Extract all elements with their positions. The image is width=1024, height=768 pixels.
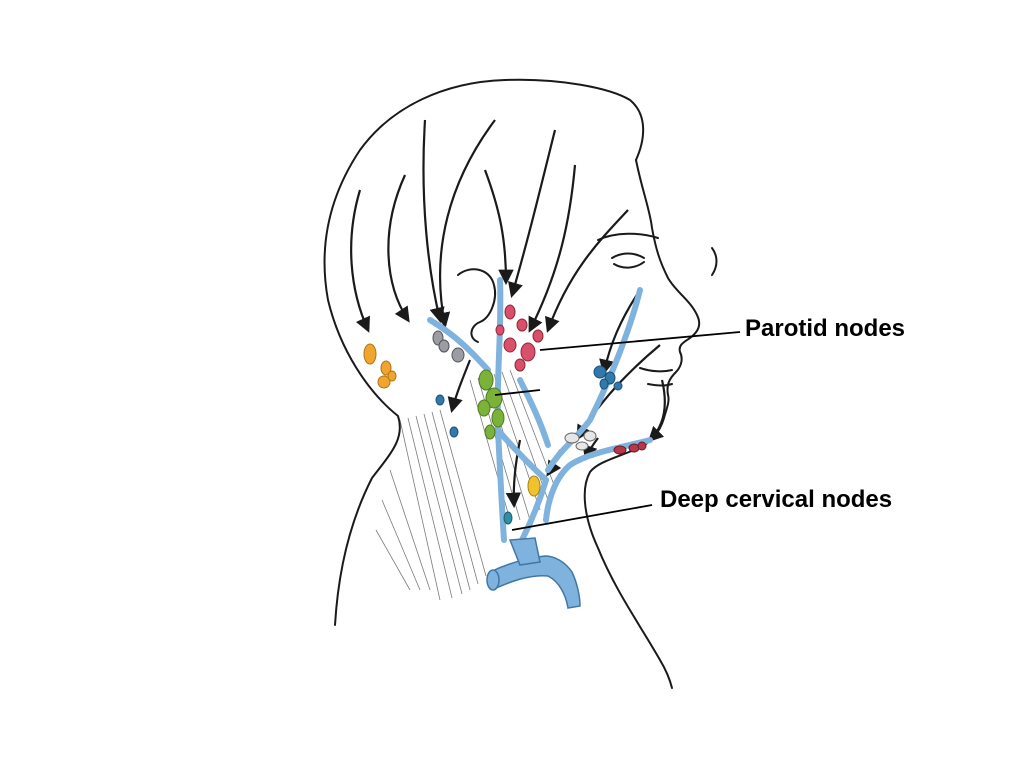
eye-outline: [611, 252, 645, 269]
deep-cervical-nodes-label: Deep cervical nodes: [660, 486, 893, 513]
scalp-arrow-mastoid-1: [422, 119, 445, 323]
parotid-leader-line: [539, 331, 741, 351]
mastoid-vessel: [427, 317, 491, 373]
skull-back-outline: [323, 78, 645, 626]
parotid-leader-line-2: [494, 389, 541, 396]
scalp-arrow-occipital-2: [387, 174, 410, 323]
submental-nodes: [613, 441, 647, 455]
parotid-nodes: [495, 304, 544, 372]
head-outline: [323, 78, 718, 689]
parotid-nodes-label: Parotid nodes: [745, 315, 906, 342]
lymphatic-vessels: [427, 277, 653, 543]
scalp-arrow-parotid-3: [528, 164, 577, 333]
face-profile-outline: [633, 159, 701, 451]
vessel-branch-1: [517, 377, 551, 448]
submandibular-vessel: [543, 437, 653, 523]
buccal-nodes: [593, 365, 623, 391]
mouth-outline: [639, 367, 673, 387]
scalp-arrow-mastoid-2: [435, 119, 496, 329]
submandibular-nodes: [564, 430, 597, 451]
jugulodigastric-nodes: [477, 369, 505, 440]
eyebrow-outline: [597, 232, 659, 241]
facial-vessel: [545, 287, 643, 473]
posterior-cervical-nodes: [435, 394, 459, 438]
scalp-arrow-parotid-1: [483, 169, 514, 286]
occipital-nodes: [363, 343, 397, 389]
ear-outline: [457, 268, 496, 343]
vessel-branch-3: [519, 477, 549, 543]
jaw-neck-outline: [583, 449, 673, 689]
neck-arrow-2: [505, 439, 522, 509]
far-eye-outline: [711, 247, 718, 276]
mastoid-nodes: [432, 330, 465, 363]
vessel-branch-2: [495, 427, 549, 483]
deep-cervical-leader-line: [511, 504, 653, 531]
jugular-vein: [486, 537, 581, 609]
neck-arrow-1: [447, 359, 472, 413]
face-arrow-buccal: [599, 289, 641, 376]
deep-cervical-node-yellow: [527, 475, 541, 497]
deep-cervical-node-teal: [503, 511, 513, 525]
face-arrow-submental: [647, 379, 666, 443]
scalp-arrow-occipital-1: [350, 189, 370, 333]
face-arrow-parotid: [545, 209, 629, 333]
scalp-arrow-parotid-2: [508, 129, 557, 298]
